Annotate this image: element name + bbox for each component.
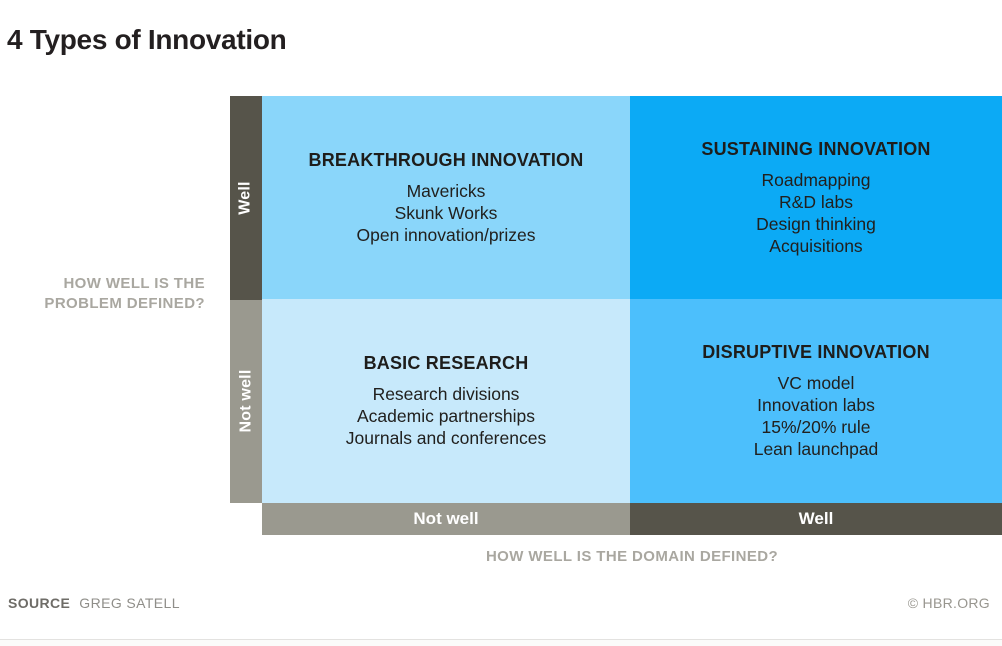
- x-axis-label-well: Well: [798, 509, 834, 528]
- quadrant-grid: BREAKTHROUGH INNOVATION Mavericks Skunk …: [262, 96, 1002, 503]
- quadrant-breakthrough-innovation: BREAKTHROUGH INNOVATION Mavericks Skunk …: [262, 96, 630, 299]
- quadrant-item: Design thinking: [756, 213, 876, 234]
- y-axis-bar: Well Not well: [230, 96, 262, 503]
- quadrant-item: Open innovation/prizes: [356, 224, 536, 245]
- bottom-divider: [0, 639, 1002, 640]
- quadrant-item: Mavericks: [406, 180, 486, 201]
- y-axis-label-well: Well: [237, 181, 254, 215]
- quadrant-item: Lean launchpad: [753, 439, 879, 459]
- x-axis-label-not-well: Not well: [413, 509, 479, 528]
- y-axis-segment-not-well: Not well: [230, 299, 262, 503]
- y-axis-caption-line2: PROBLEM DEFINED?: [44, 295, 205, 312]
- y-axis-label-not-well: Not well: [237, 369, 254, 433]
- quadrant-title: BASIC RESEARCH: [363, 353, 529, 373]
- page-title: 4 Types of Innovation: [7, 24, 287, 55]
- quadrant-sustaining-innovation: SUSTAINING INNOVATION Roadmapping R&D la…: [630, 96, 1002, 299]
- quadrant-item: R&D labs: [779, 191, 853, 212]
- quadrant-item: Journals and conferences: [345, 428, 547, 448]
- source-label: SOURCE: [8, 595, 71, 611]
- quadrant-title: BREAKTHROUGH INNOVATION: [308, 149, 584, 170]
- quadrant-item: Skunk Works: [394, 202, 498, 223]
- quadrant-basic-research: BASIC RESEARCH Research divisions Academ…: [262, 299, 630, 503]
- quadrant-item: Roadmapping: [761, 169, 871, 190]
- quadrant-item: Research divisions: [372, 384, 520, 404]
- bottom-margin-strip: [0, 640, 1002, 646]
- quadrant-item: Academic partnerships: [357, 406, 535, 426]
- y-axis-caption-line1: HOW WELL IS THE: [63, 275, 205, 292]
- quadrant-title: SUSTAINING INNOVATION: [701, 138, 931, 159]
- y-axis-caption: HOW WELL IS THE PROBLEM DEFINED?: [0, 274, 205, 314]
- quadrant-title: DISRUPTIVE INNOVATION: [702, 342, 930, 362]
- source-value: GREG SATELL: [79, 595, 180, 611]
- y-axis-segment-well: Well: [230, 96, 262, 300]
- quadrant-item: Acquisitions: [769, 235, 863, 256]
- quadrant-item: Innovation labs: [757, 395, 875, 415]
- x-axis-segment-not-well: Not well: [262, 503, 630, 535]
- x-axis-segment-well: Well: [630, 503, 1002, 535]
- x-axis-caption: HOW WELL IS THE DOMAIN DEFINED?: [485, 548, 779, 565]
- hbr-credit: © HBR.ORG: [907, 595, 990, 611]
- source-line: SOURCE GREG SATELL: [8, 595, 180, 611]
- x-axis-bar: Not well Well: [262, 503, 1002, 535]
- quadrant-disruptive-innovation: DISRUPTIVE INNOVATION VC model Innovatio…: [630, 299, 1002, 503]
- quadrant-item: 15%/20% rule: [761, 417, 871, 437]
- quadrant-item: VC model: [777, 373, 855, 393]
